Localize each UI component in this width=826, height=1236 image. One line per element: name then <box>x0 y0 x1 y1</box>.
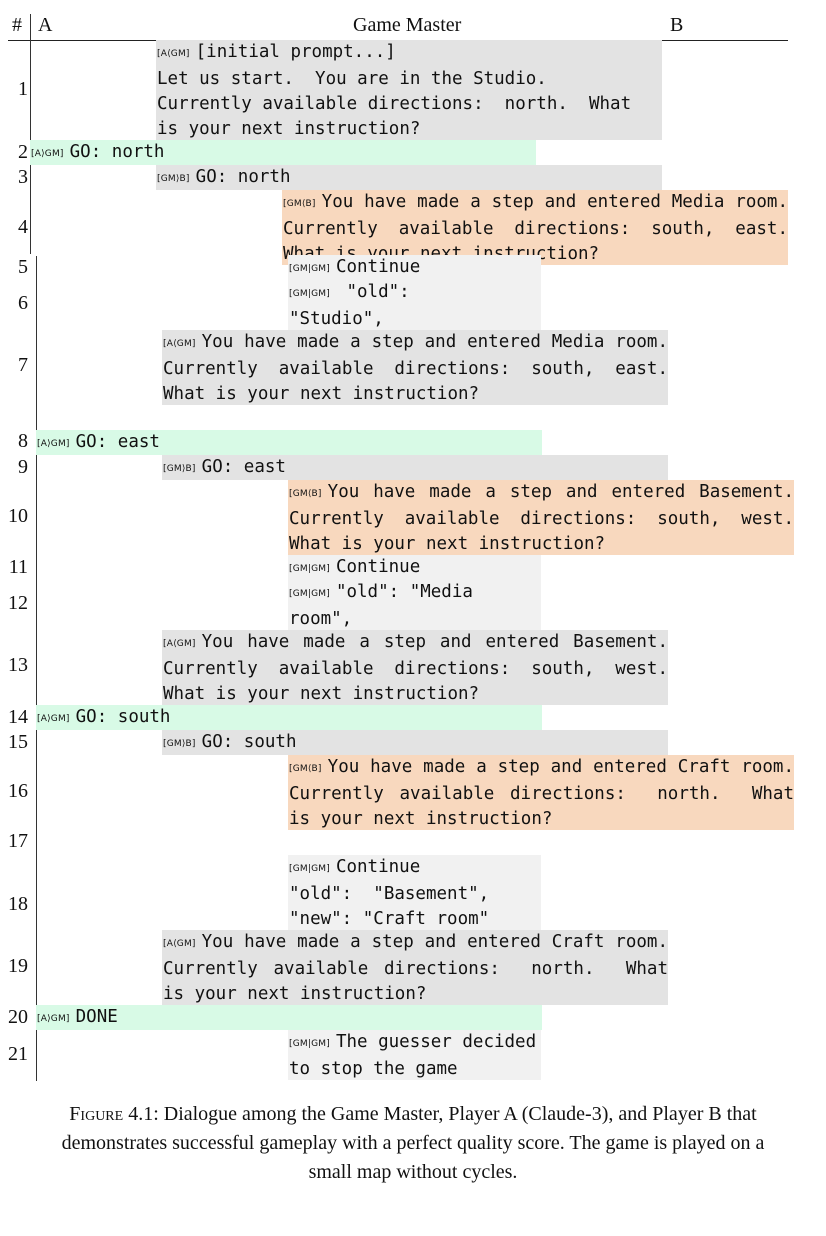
row-number: 9 <box>18 456 28 478</box>
message-box: [GM⟨B]You have made a step and entered B… <box>288 480 794 555</box>
column-header-player-b: B <box>670 14 684 36</box>
message-tag: [GM|GM] <box>289 1039 330 1049</box>
row-number: 12 <box>8 592 28 614</box>
column-header-game-master: Game Master <box>353 14 462 36</box>
message-box: [A⟨GM]You have made a step and entered M… <box>162 330 668 405</box>
message-text: GO: north <box>69 142 165 162</box>
message-text: [initial prompt...] Let us start. You ar… <box>157 42 632 139</box>
row-number: 19 <box>8 955 28 977</box>
column-header-number: # <box>12 14 22 36</box>
message-tag: [A⟨GM] <box>163 639 196 649</box>
figure-caption-text: Dialogue among the Game Master, Player A… <box>61 1103 765 1183</box>
message-text: You have made a step and entered Media r… <box>283 192 788 264</box>
row-number: 8 <box>18 430 28 452</box>
row-number: 7 <box>18 354 28 376</box>
message-box: [GM⟨B]You have made a step and entered C… <box>288 755 794 830</box>
row-number: 6 <box>18 292 28 314</box>
message-text: GO: south <box>201 732 297 752</box>
message-box: [A⟨GM]You have made a step and entered C… <box>162 930 668 1005</box>
message-box: [GM|GM] Continue <box>288 555 541 580</box>
message-tag: [GM⟨B] <box>283 199 316 209</box>
message-tag: [GM⟩B] <box>163 464 196 474</box>
message-tag: [A⟨GM] <box>163 339 196 349</box>
message-text: You have made a step and entered Basemen… <box>163 632 668 704</box>
message-box: [A⟨GM]You have made a step and entered B… <box>162 630 668 705</box>
message-tag: [GM⟨B] <box>289 764 322 774</box>
message-tag: [GM|GM] <box>289 564 330 574</box>
message-box: [GM⟩B] GO: south <box>162 730 668 755</box>
row-number: 4 <box>18 216 28 238</box>
message-tag: [A⟨GM] <box>157 49 190 59</box>
row-number: 16 <box>8 780 28 802</box>
message-box: [GM|GM] "old": "Studio", "new": "Media r… <box>288 280 541 330</box>
message-text: The guesser decided to stop the game <box>289 1032 537 1079</box>
row-number: 15 <box>8 731 28 753</box>
column-divider-upper <box>30 14 31 254</box>
message-box: [GM⟨B]You have made a step and entered M… <box>282 190 788 265</box>
row-number: 13 <box>8 654 28 676</box>
row-number: 20 <box>8 1006 28 1028</box>
message-text: GO: south <box>75 707 171 727</box>
row-number: 18 <box>8 893 28 915</box>
message-box: [A⟨GM][initial prompt...] Let us start. … <box>156 40 662 140</box>
figure-caption: Figure 4.1: Dialogue among the Game Mast… <box>60 1100 766 1187</box>
message-text: You have made a step and entered Craft r… <box>289 757 794 829</box>
message-text: You have made a step and entered Basemen… <box>289 482 794 554</box>
message-tag: [A⟩GM] <box>37 439 70 449</box>
message-text: You have made a step and entered Craft r… <box>163 932 668 1004</box>
row-number: 10 <box>8 505 28 527</box>
message-text: Continue <box>335 257 421 277</box>
message-text: GO: east <box>201 457 286 477</box>
message-tag: [A⟩GM] <box>37 714 70 724</box>
message-box: [GM|GM]"old": "Media room", "new": "Base… <box>288 580 541 630</box>
figure-label: Figure 4.1: <box>69 1103 159 1125</box>
message-box: [GM|GM] Continue <box>288 255 541 280</box>
row-number: 14 <box>8 706 28 728</box>
row-number: 2 <box>18 141 28 163</box>
message-text: Continue "old": "Basement", "new": "Craf… <box>289 857 490 929</box>
message-tag: [A⟨GM] <box>163 939 196 949</box>
message-box: [GM⟩B] GO: north <box>156 165 662 190</box>
message-tag: [A⟩GM] <box>31 149 64 159</box>
message-box: [A⟩GM] DONE <box>36 1005 542 1030</box>
message-box: [A⟩GM] GO: north <box>30 140 536 165</box>
row-number: 1 <box>18 78 28 100</box>
message-tag: [GM|GM] <box>289 864 330 874</box>
message-tag: [GM|GM] <box>289 289 330 299</box>
row-number: 5 <box>18 256 28 278</box>
row-number: 3 <box>18 166 28 188</box>
message-tag: [GM|GM] <box>289 589 330 599</box>
column-divider-lower <box>36 256 37 1081</box>
message-box: [GM|GM]Continue "old": "Basement", "new"… <box>288 855 541 930</box>
message-tag: [GM⟩B] <box>157 174 190 184</box>
message-text: GO: north <box>195 167 291 187</box>
message-text: "old": "Studio", "new": "Media room" <box>289 282 410 329</box>
message-tag: [GM⟨B] <box>289 489 322 499</box>
message-box: [A⟩GM] GO: east <box>36 430 542 455</box>
message-box: [GM⟩B] GO: east <box>162 455 668 480</box>
column-header-player-a: A <box>38 14 53 36</box>
message-box: [A⟩GM] GO: south <box>36 705 542 730</box>
message-box: [GM|GM]The guesser decided to stop the g… <box>288 1030 541 1080</box>
message-tag: [GM⟩B] <box>163 739 196 749</box>
message-text: "old": "Media room", "new": "Basement" <box>289 582 473 629</box>
message-text: Continue <box>335 557 421 577</box>
message-text: DONE <box>75 1007 118 1027</box>
row-number: 17 <box>8 830 28 852</box>
message-tag: [GM|GM] <box>289 264 330 274</box>
message-text: You have made a step and entered Media r… <box>163 332 668 404</box>
message-text: GO: east <box>75 432 160 452</box>
row-number: 21 <box>8 1043 28 1065</box>
row-number: 11 <box>8 556 28 578</box>
message-tag: [A⟩GM] <box>37 1014 70 1024</box>
